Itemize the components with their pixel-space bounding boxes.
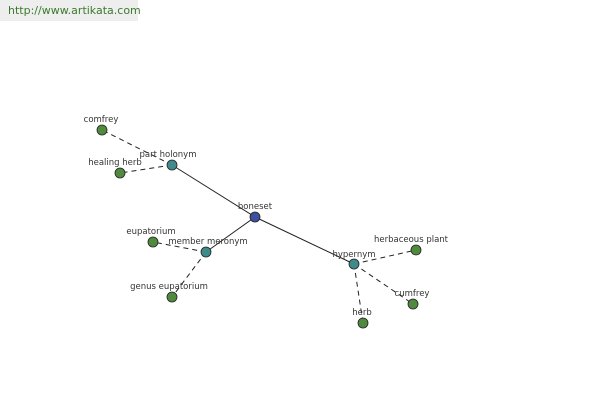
node-label-herb: herb [352, 308, 372, 318]
node-label-comfrey: comfrey [84, 115, 119, 125]
node-comfrey[interactable]: comfrey [84, 115, 119, 136]
node-label-member-meronym: member meronym [168, 237, 247, 247]
source-url[interactable]: http://www.artikata.com [0, 0, 141, 21]
edge-boneset-to-part-holonym [171, 164, 256, 218]
node-label-part-holonym: part holonym [140, 150, 197, 160]
node-dot-part-holonym[interactable] [166, 159, 178, 171]
node-genus-eupatorium[interactable]: genus eupatorium [130, 282, 208, 303]
node-dot-member-meronym[interactable] [200, 246, 212, 258]
nodes-layer: boneset part holonym member meronym hyperny… [84, 115, 449, 329]
edge-hypernym-to-herbaceous-plant [353, 249, 417, 265]
node-eupatorium[interactable]: eupatorium [126, 227, 176, 248]
node-dot-cumfrey[interactable] [407, 298, 419, 310]
edge-part-holonym-to-comfrey [101, 129, 173, 166]
edge-boneset-to-hypernym [254, 216, 355, 265]
node-label-eupatorium: eupatorium [126, 227, 175, 237]
node-dot-herb[interactable] [357, 317, 369, 329]
node-dot-boneset[interactable] [249, 211, 261, 223]
node-cumfrey[interactable]: cumfrey [395, 289, 430, 310]
edge-boneset-to-member-meronym [205, 216, 256, 253]
node-herb[interactable]: herb [352, 308, 372, 329]
node-dot-hypernym[interactable] [348, 258, 360, 270]
node-dot-comfrey[interactable] [96, 124, 108, 136]
node-label-healing-herb: healing herb [88, 158, 142, 168]
node-label-cumfrey: cumfrey [395, 289, 430, 299]
node-dot-eupatorium[interactable] [147, 236, 159, 248]
node-dot-herbaceous-plant[interactable] [410, 244, 422, 256]
node-label-genus-eupatorium: genus eupatorium [130, 282, 208, 292]
node-dot-genus-eupatorium[interactable] [166, 291, 178, 303]
node-dot-healing-herb[interactable] [114, 167, 126, 179]
node-part-holonym[interactable]: part holonym [140, 150, 197, 171]
edges-layer [101, 129, 417, 324]
node-herbaceous-plant[interactable]: herbaceous plant [374, 235, 449, 256]
edge-member-meronym-to-genus-eupatorium [171, 251, 207, 298]
node-boneset[interactable]: boneset [238, 202, 273, 223]
node-label-boneset: boneset [238, 202, 273, 212]
node-hypernym[interactable]: hypernym [332, 250, 376, 270]
node-label-hypernym: hypernym [332, 250, 375, 260]
node-label-herbaceous-plant: herbaceous plant [374, 235, 449, 245]
edge-hypernym-to-herb [353, 263, 364, 324]
edge-hypernym-to-cumfrey [353, 263, 414, 305]
node-healing-herb[interactable]: healing herb [88, 158, 142, 179]
node-member-meronym[interactable]: member meronym [168, 237, 248, 258]
